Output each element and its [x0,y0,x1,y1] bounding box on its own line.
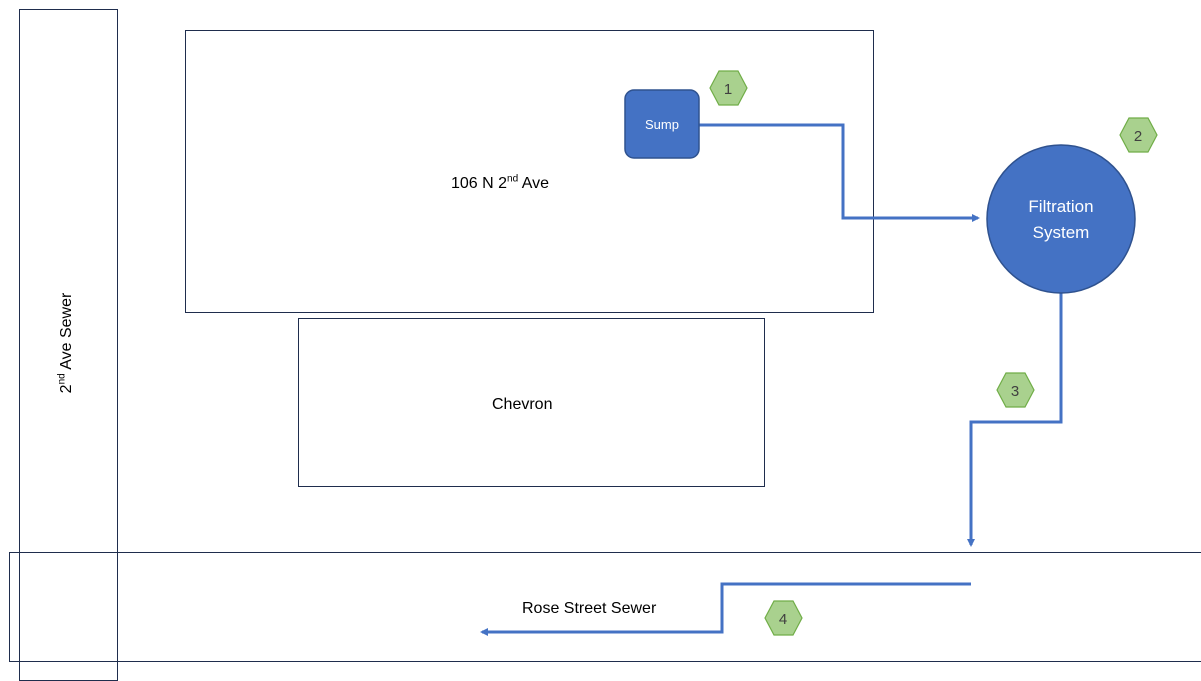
building-box [185,30,874,313]
filtration-label-line2: System [1033,223,1090,242]
rose-street-sewer-label: Rose Street Sewer [522,600,657,617]
building-label: 106 N 2nd Ave [451,173,550,192]
step-marker-3-number: 3 [1011,383,1019,400]
step-marker-2-number: 2 [1134,128,1142,145]
step-marker-3: 3 [996,372,1035,408]
rose-street-sewer-strip [9,552,1201,662]
filtration-system-node: Filtration System [986,144,1136,294]
pipe-sump-to-filtration [699,123,980,222]
sump-node: Sump [624,89,700,159]
filtration-label-line1: Filtration [1028,197,1093,216]
chevron-label: Chevron [492,396,553,413]
pipe-rose-street-flow [480,582,971,636]
sump-label: Sump [645,117,679,132]
step-marker-1: 1 [709,70,748,106]
chevron-box [298,318,765,487]
step-marker-4-number: 4 [779,611,787,628]
step-marker-1-number: 1 [724,81,732,98]
pipe-filtration-to-sewer [967,293,1063,547]
step-marker-2: 2 [1119,117,1158,153]
step-marker-4: 4 [764,600,803,636]
